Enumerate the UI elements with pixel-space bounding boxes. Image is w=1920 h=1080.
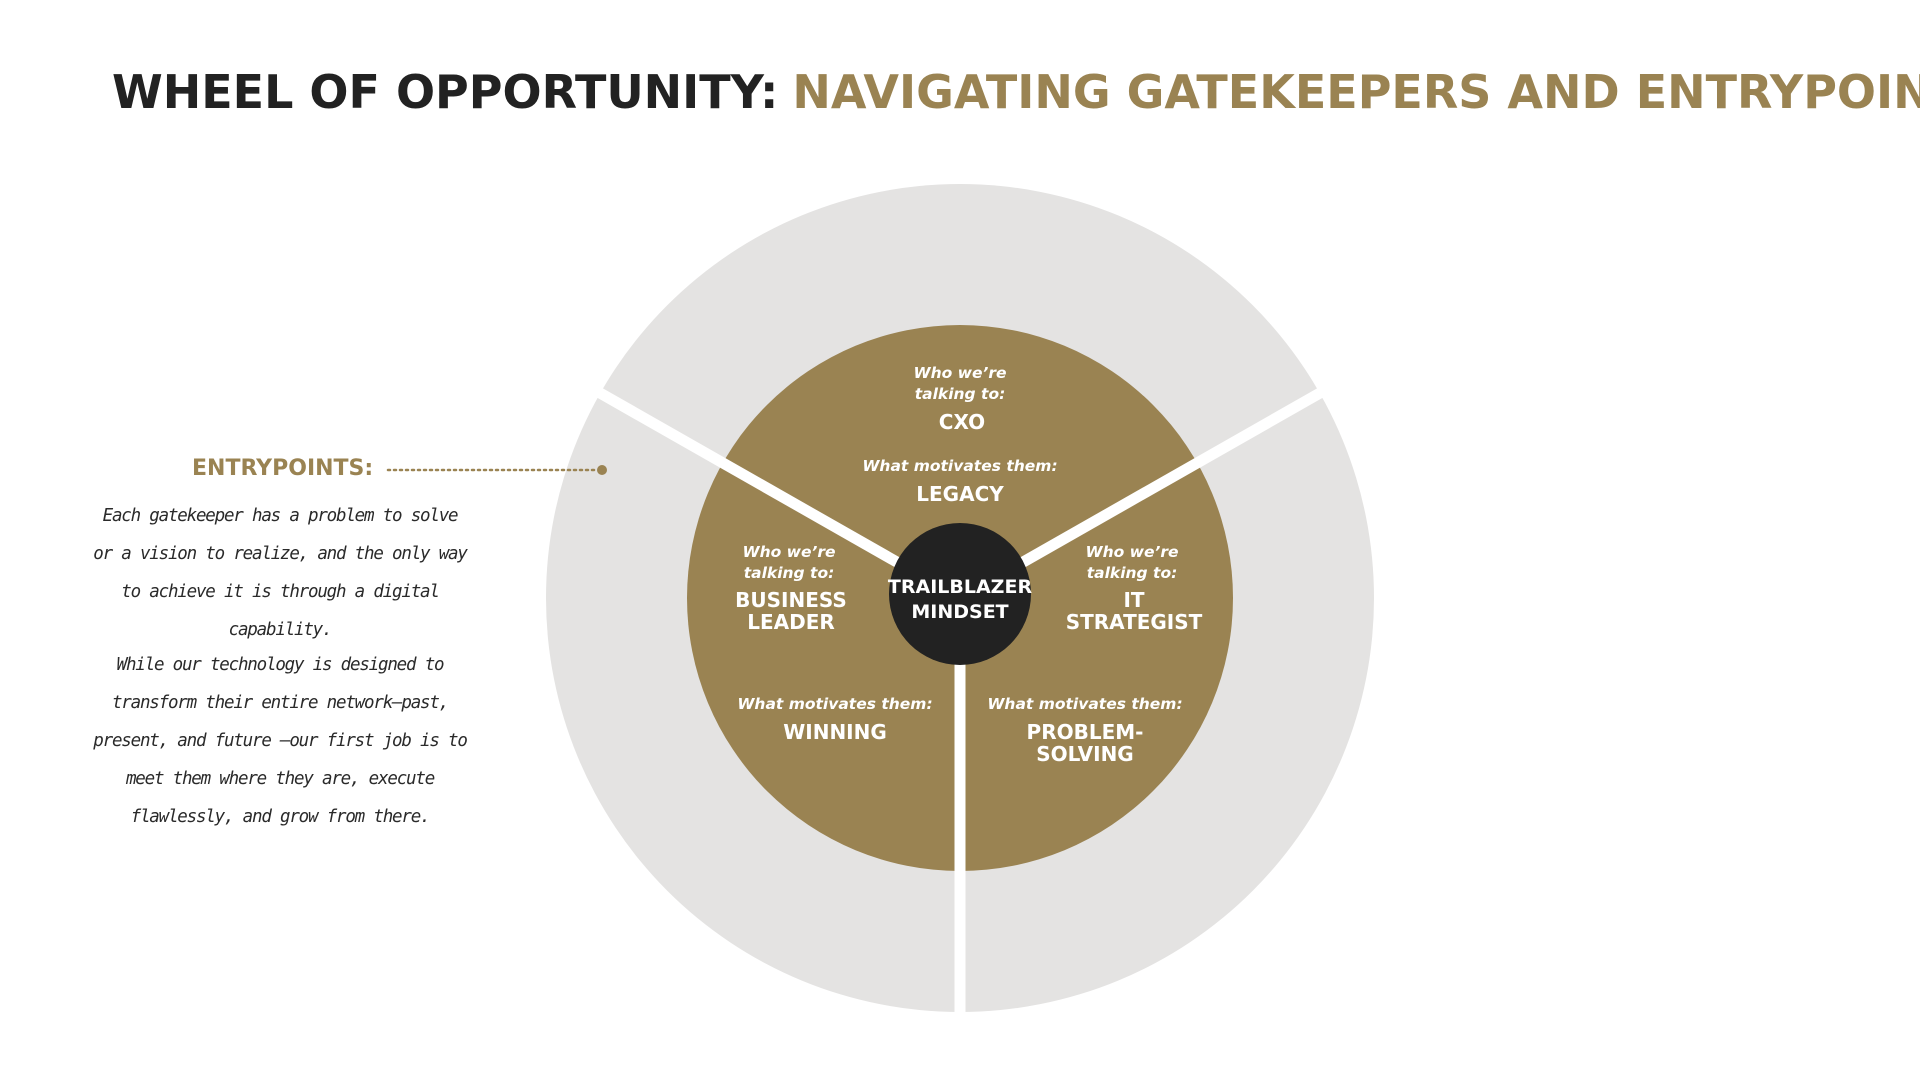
segment-right-motive-2: SOLVING — [1036, 742, 1133, 766]
segment-left-motive-label: What motivates them: — [737, 695, 932, 713]
segment-left-who-label-1: Who we’re — [742, 543, 835, 561]
title-part-accent: NAVIGATING GATEKEEPERS AND ENTRYPOINTS — [792, 65, 1920, 119]
title-part-main: WHEEL OF OPPORTUNITY: — [112, 65, 779, 119]
segment-right-who-1: IT — [1123, 588, 1144, 612]
segment-right-motive-label: What motivates them: — [987, 695, 1182, 713]
entrypoints-paragraph-2: While our technology is designed to tran… — [93, 655, 468, 827]
segment-top-motive-label: What motivates them: — [862, 457, 1057, 475]
center-text-line1: TRAILBLAZER — [888, 576, 1033, 598]
entrypoints-label: ENTRYPOINTS: — [192, 456, 374, 481]
segment-top-who: CXO — [939, 410, 985, 434]
center-hub — [889, 523, 1031, 665]
entrypoints-paragraph-1: Each gatekeeper has a problem to solve o… — [93, 506, 468, 640]
segment-left-who-label-2: talking to: — [744, 564, 835, 582]
segment-right-who-label-1: Who we’re — [1085, 543, 1178, 561]
segment-right: Who we’re talking to: IT STRATEGIST What… — [987, 543, 1202, 766]
segment-top-motive: LEGACY — [916, 482, 1004, 506]
entrypoints-leader-dot — [597, 465, 607, 475]
segment-left-who-1: BUSINESS — [735, 588, 847, 612]
page-title: WHEEL OF OPPORTUNITY:NAVIGATING GATEKEEP… — [112, 62, 1920, 122]
segment-top-who-label-2: talking to: — [915, 385, 1006, 403]
segment-left-who-2: LEADER — [747, 610, 835, 634]
segment-right-motive-1: PROBLEM- — [1027, 720, 1144, 744]
segment-left: Who we’re talking to: BUSINESS LEADER Wh… — [735, 543, 932, 744]
center-text-line2: MINDSET — [911, 601, 1008, 623]
segment-right-who-label-2: talking to: — [1087, 564, 1178, 582]
segment-right-who-2: STRATEGIST — [1066, 610, 1203, 634]
segment-top: Who we’re talking to: CXO What motivates… — [862, 364, 1057, 506]
segment-top-who-label-1: Who we’re — [913, 364, 1006, 382]
segment-left-motive: WINNING — [783, 720, 887, 744]
